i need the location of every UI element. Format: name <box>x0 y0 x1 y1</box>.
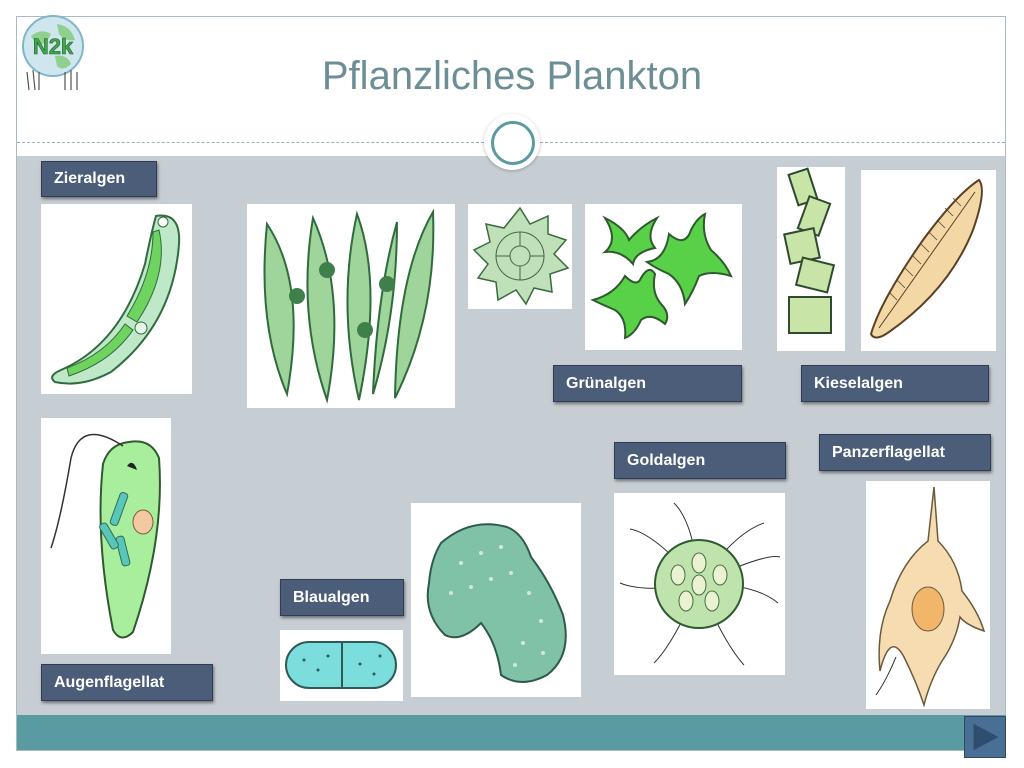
header-ornament-circle <box>484 114 540 170</box>
play-triangle-icon <box>973 723 999 751</box>
label-kieselalgen: Kieselalgen <box>801 365 989 402</box>
gruenalgen-staurastrum-image <box>585 204 742 350</box>
footer-bar <box>17 715 1005 750</box>
zieralgen-closterium-image <box>41 204 192 394</box>
panzerflagellat-ceratium-image <box>866 481 990 709</box>
label-panzerflagellat: Panzerflagellat <box>819 434 991 471</box>
header-divider-left <box>17 142 484 143</box>
blaualgen-colony-image <box>411 503 581 697</box>
page-title: Pflanzliches Plankton <box>321 54 703 98</box>
goldalgen-synura-image <box>614 493 785 675</box>
blaualgen-synechococcus-image <box>280 630 403 701</box>
logo-text: N2k <box>33 34 74 59</box>
header-divider-right <box>540 142 1005 143</box>
label-blaualgen: Blaualgen <box>280 579 404 616</box>
n2k-logo: N2k <box>17 12 89 94</box>
label-gruenalgen: Grünalgen <box>553 365 742 402</box>
label-goldalgen: Goldalgen <box>614 442 786 479</box>
zieralgen-closterium-group-image <box>247 204 455 408</box>
label-augenflagellat: Augenflagellat <box>41 664 213 701</box>
next-slide-button[interactable] <box>964 716 1006 758</box>
gruenalgen-pediastrum-image <box>468 204 572 309</box>
kieselalgen-navicula-image <box>861 170 996 351</box>
label-zieralgen: Zieralgen <box>41 161 157 197</box>
augenflagellat-euglena-image <box>41 418 171 654</box>
kieselalgen-chain-image <box>777 167 845 351</box>
